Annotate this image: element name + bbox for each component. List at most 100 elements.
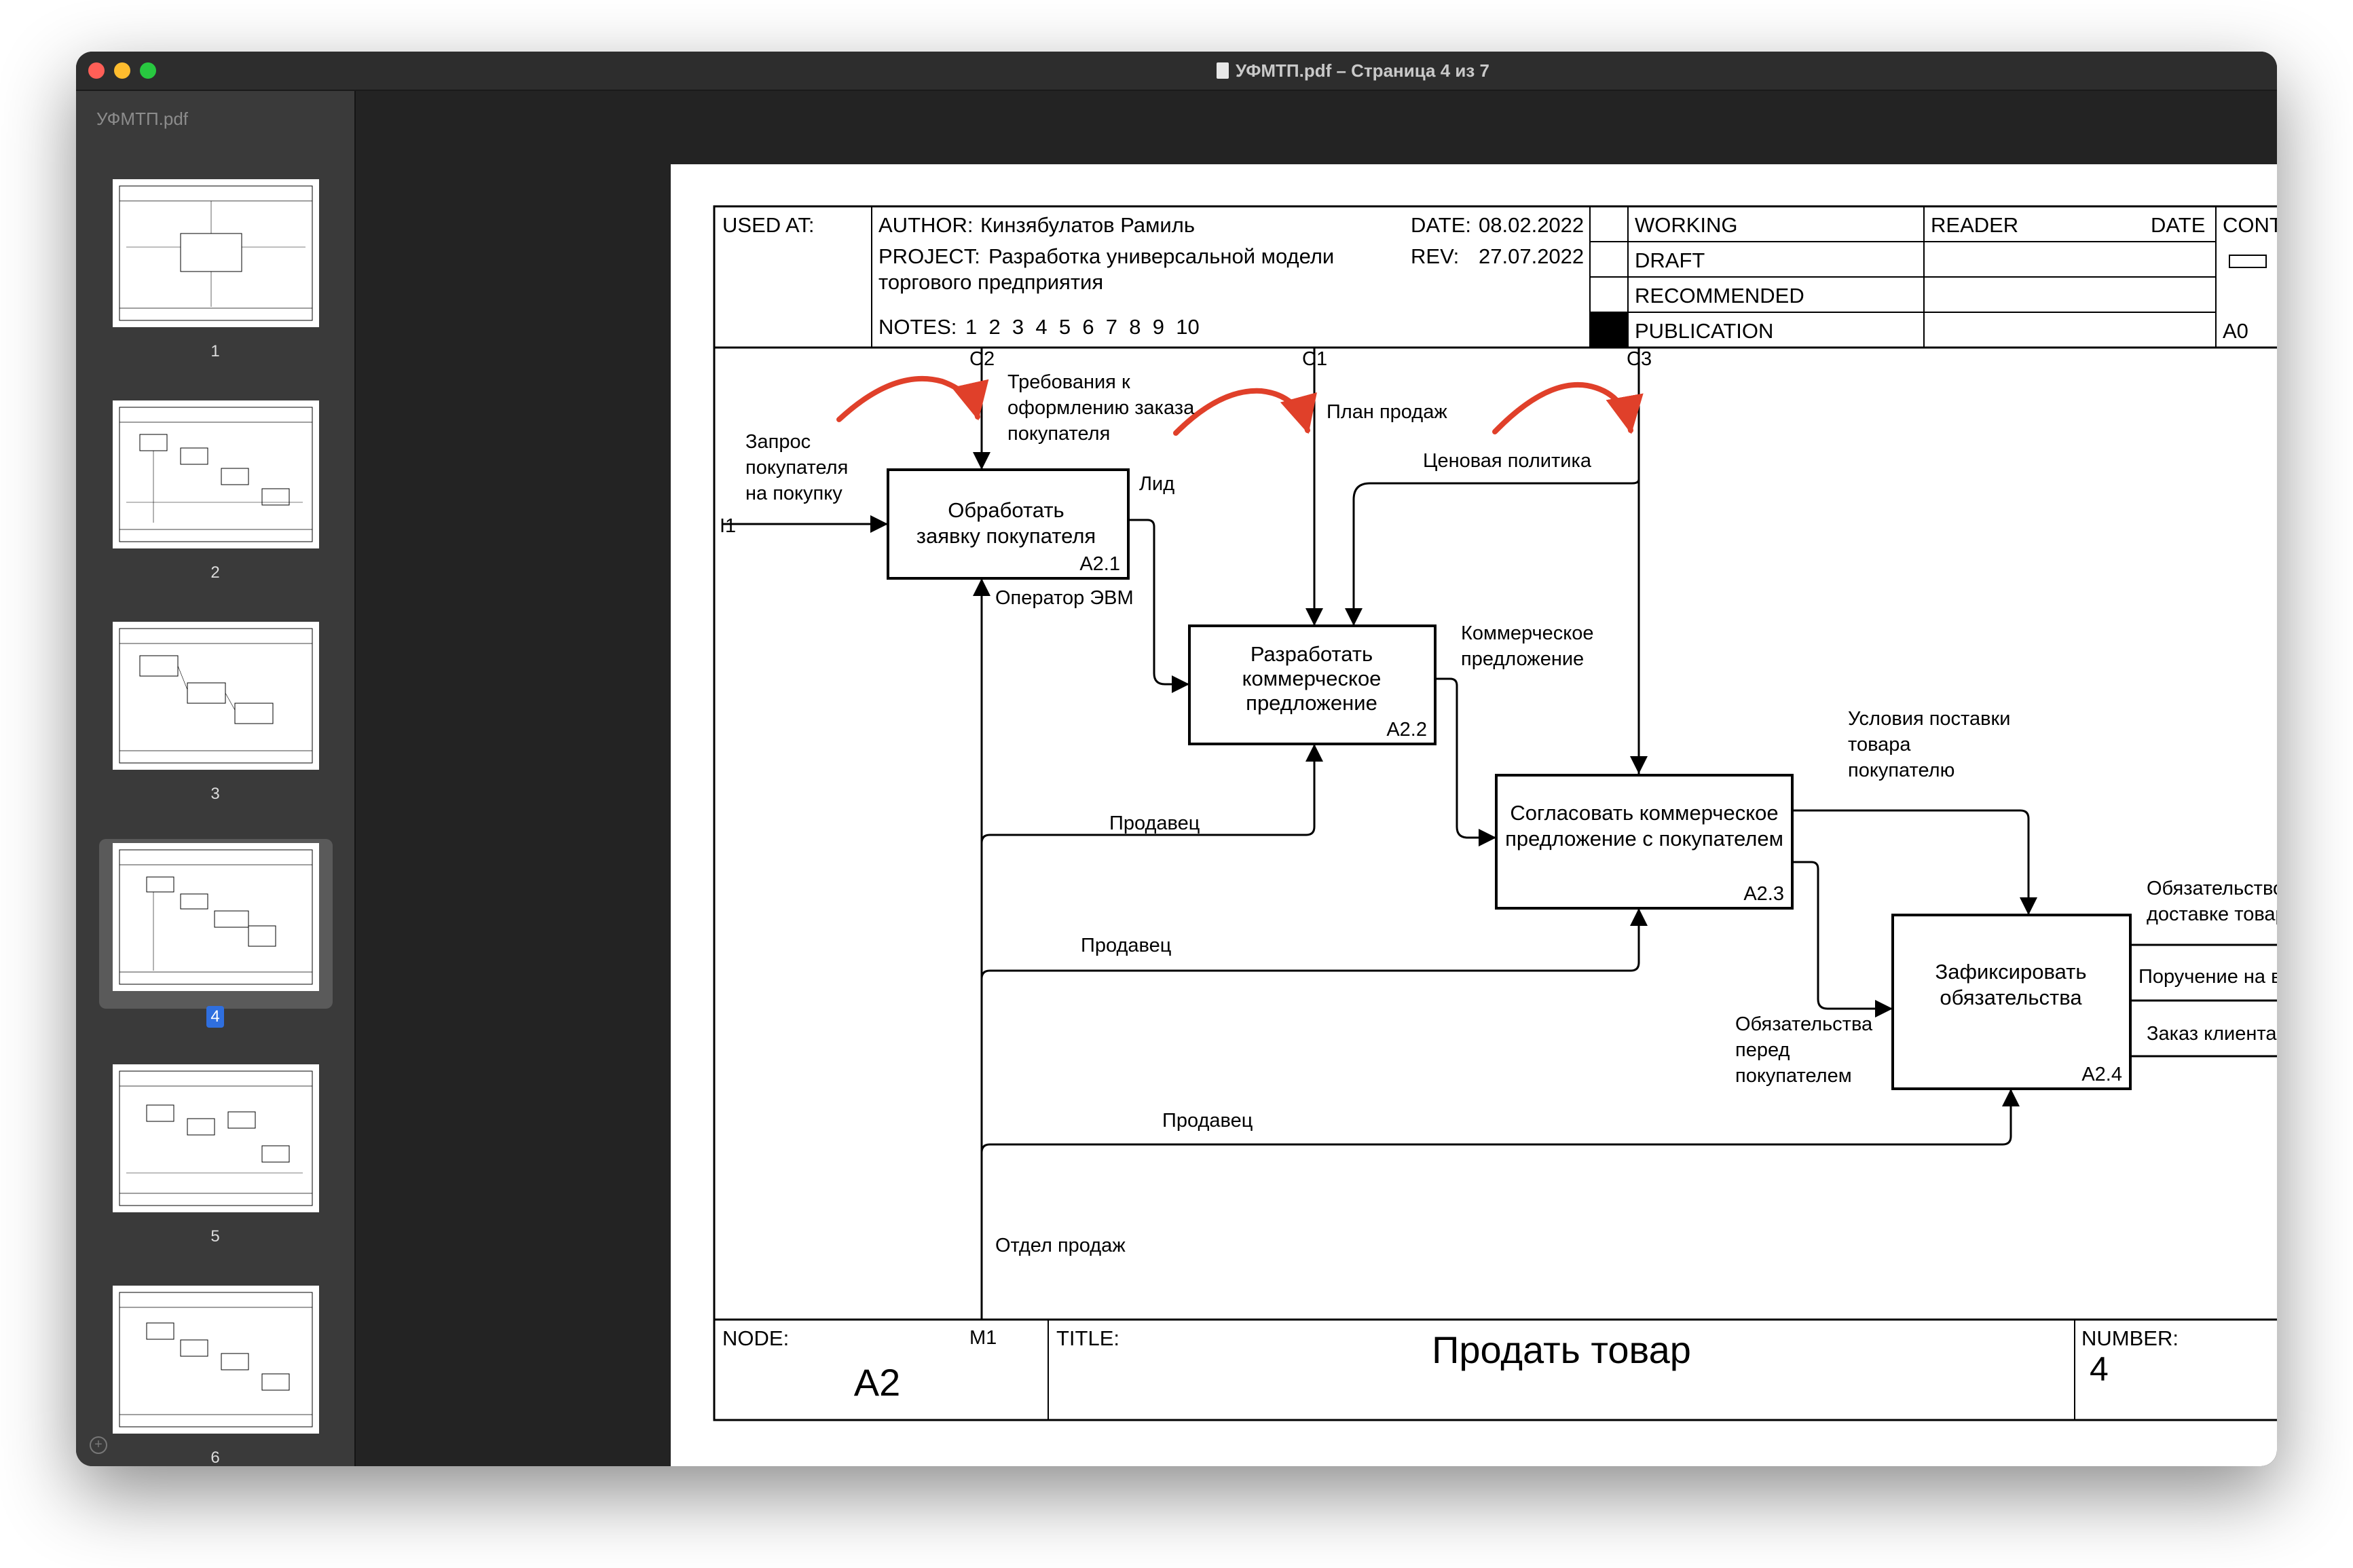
box-label: предложение: [1246, 691, 1377, 715]
label-issue-order: Поручение на выдачу товара: [2138, 966, 2277, 988]
label-operator: Оператор ЭВМ: [995, 587, 1134, 609]
activity-box-a2-1: Обработать заявку покупателя A2.1: [887, 468, 1130, 580]
annotation-arrows: [836, 375, 1644, 436]
label-delivery-obligation: Обязательство по: [2147, 878, 2277, 899]
thumbnail-page-number: 2: [210, 563, 220, 582]
reader-date-label: DATE: [2151, 213, 2205, 237]
label-sales-plan: План продаж: [1327, 401, 1447, 423]
label-lead: Лид: [1139, 473, 1174, 495]
label-obligations: покупателем: [1735, 1065, 1852, 1087]
arrow-labels: Требования к оформлению заказа покупател…: [745, 371, 2277, 1256]
tunnel-i1: I1: [720, 515, 736, 537]
zoom-button[interactable]: [140, 62, 156, 79]
pdf-document-icon: [1217, 62, 1229, 79]
box-label: Зафиксировать: [1935, 960, 2086, 984]
arrow-delivery-terms: [1792, 809, 2037, 915]
arrow-offer: [1435, 677, 1496, 846]
tunnel-m1: M1: [969, 1327, 997, 1349]
label-price-policy: Ценовая политика: [1423, 450, 1592, 472]
arrow-obligations: [1792, 861, 1893, 1018]
label-delivery-terms: товара: [1848, 734, 1911, 755]
box-label: Согласовать коммерческое: [1510, 801, 1778, 825]
project-value-line2: торгового предприятия: [878, 270, 1103, 294]
window-title: УФМТП.pdf – Страница 4 из 7: [429, 52, 2277, 90]
label-offer: Коммерческое: [1461, 622, 1594, 644]
thumbnail-sidebar: УФМТП.pdf 1: [76, 91, 356, 1466]
status-draft: DRAFT: [1635, 248, 1705, 272]
thumbnail-page-2[interactable]: [113, 400, 319, 548]
label-request: покупателя: [745, 457, 848, 479]
sidebar-file-name: УФМТП.pdf: [96, 109, 189, 129]
activity-box-a2-2: Разработать коммерческое предложение A2.…: [1188, 624, 1437, 745]
thumbnail-page-4[interactable]: [113, 843, 319, 991]
label-seller-1: Продавец: [1109, 813, 1200, 834]
idef0-diagram: USED AT: AUTHOR: Кинзябулатов Рамиль PRO…: [713, 205, 2277, 1421]
thumbnail-page-6[interactable]: [113, 1286, 319, 1434]
box-label: Обработать: [948, 498, 1064, 522]
thumbnail-page-1[interactable]: [113, 179, 319, 327]
reader-label: READER: [1931, 213, 2018, 237]
label-request: на покупку: [745, 483, 842, 504]
author-value: Кинзябулатов Рамиль: [980, 213, 1195, 237]
thumbnail-page-3[interactable]: [113, 622, 319, 770]
status-recommended: RECOMMENDED: [1635, 284, 1804, 307]
minimize-button[interactable]: [114, 62, 130, 79]
notes-value: 1 2 3 4 5 6 7 8 9 10: [965, 315, 1200, 339]
close-button[interactable]: [88, 62, 105, 79]
title-label: TITLE:: [1056, 1326, 1119, 1350]
box-id: A2.2: [1386, 719, 1427, 741]
box-label: заявку покупателя: [916, 524, 1096, 548]
label-delivery-obligation: доставке товара: [2147, 903, 2277, 925]
thumbnail-page-number: 3: [210, 785, 220, 803]
rev-value: 27.07.2022: [1479, 244, 1584, 268]
label-requirements: Требования к: [1007, 371, 1130, 393]
rev-label: REV:: [1411, 244, 1459, 268]
arrow-price-policy: [1345, 479, 1640, 626]
status-working: WORKING: [1635, 213, 1738, 237]
project-value-line1: Разработка универсальной модели: [988, 244, 1334, 268]
label-requirements: оформлению заказа: [1007, 397, 1195, 419]
pdf-page: USED AT: AUTHOR: Кинзябулатов Рамиль PRO…: [671, 164, 2277, 1466]
thumbnail-page-5[interactable]: [113, 1064, 319, 1212]
activity-box-a2-3: Согласовать коммерческое предложение с п…: [1495, 774, 1794, 910]
context-mini-boxes: [2229, 255, 2267, 268]
box-id: A2.4: [2081, 1064, 2122, 1085]
arrow-seller-1: [980, 744, 1323, 844]
author-label: AUTHOR:: [878, 213, 974, 237]
tunnel-c1: C1: [1302, 348, 1327, 370]
label-obligations: Обязательства: [1735, 1013, 1873, 1035]
project-label: PROJECT:: [878, 244, 980, 268]
publication-marker: [1590, 312, 1628, 348]
used-at-label: USED AT:: [722, 213, 815, 237]
thumbnail-page-number: 5: [210, 1227, 220, 1246]
label-sales-dept: Отдел продаж: [995, 1235, 1126, 1256]
red-arrow-c2: [836, 375, 989, 422]
date-label: DATE:: [1411, 213, 1471, 237]
number-label: NUMBER:: [2081, 1326, 2179, 1350]
thumbnail-page-number: 1: [210, 342, 220, 360]
box-id: A2.1: [1079, 553, 1120, 575]
box-label: предложение с покупателем: [1505, 827, 1783, 851]
number-value: 4: [2090, 1350, 2109, 1388]
title-bar: УФМТП.pdf – Страница 4 из 7: [76, 52, 2277, 91]
preview-window: УФМТП.pdf – Страница 4 из 7 УФМТП.pdf 1: [76, 52, 2277, 1466]
box-label: Разработать: [1250, 642, 1373, 666]
diagram-arrows: [722, 348, 2277, 1320]
label-offer: предложение: [1461, 648, 1584, 670]
node-label: NODE:: [722, 1326, 789, 1350]
label-delivery-terms: покупателю: [1848, 760, 1954, 781]
document-viewer[interactable]: USED AT: AUTHOR: Кинзябулатов Рамиль PRO…: [356, 91, 2277, 1466]
box-label: обязательства: [1940, 986, 2082, 1009]
tunnel-c2: C2: [969, 348, 995, 370]
window-title-text: УФМТП.pdf – Страница 4 из 7: [1236, 60, 1489, 81]
add-page-icon[interactable]: +: [90, 1436, 107, 1454]
red-arrow-c1: [1173, 388, 1317, 436]
node-value: A2: [854, 1361, 901, 1404]
diagram-title: Продать товар: [1432, 1328, 1691, 1371]
arrow-lead: [1128, 519, 1189, 693]
date-value: 08.02.2022: [1479, 213, 1584, 237]
notes-label: NOTES:: [878, 315, 957, 339]
arrow-seller-2: [980, 908, 1648, 979]
label-obligations: перед: [1735, 1039, 1790, 1061]
label-seller-2: Продавец: [1081, 935, 1171, 956]
